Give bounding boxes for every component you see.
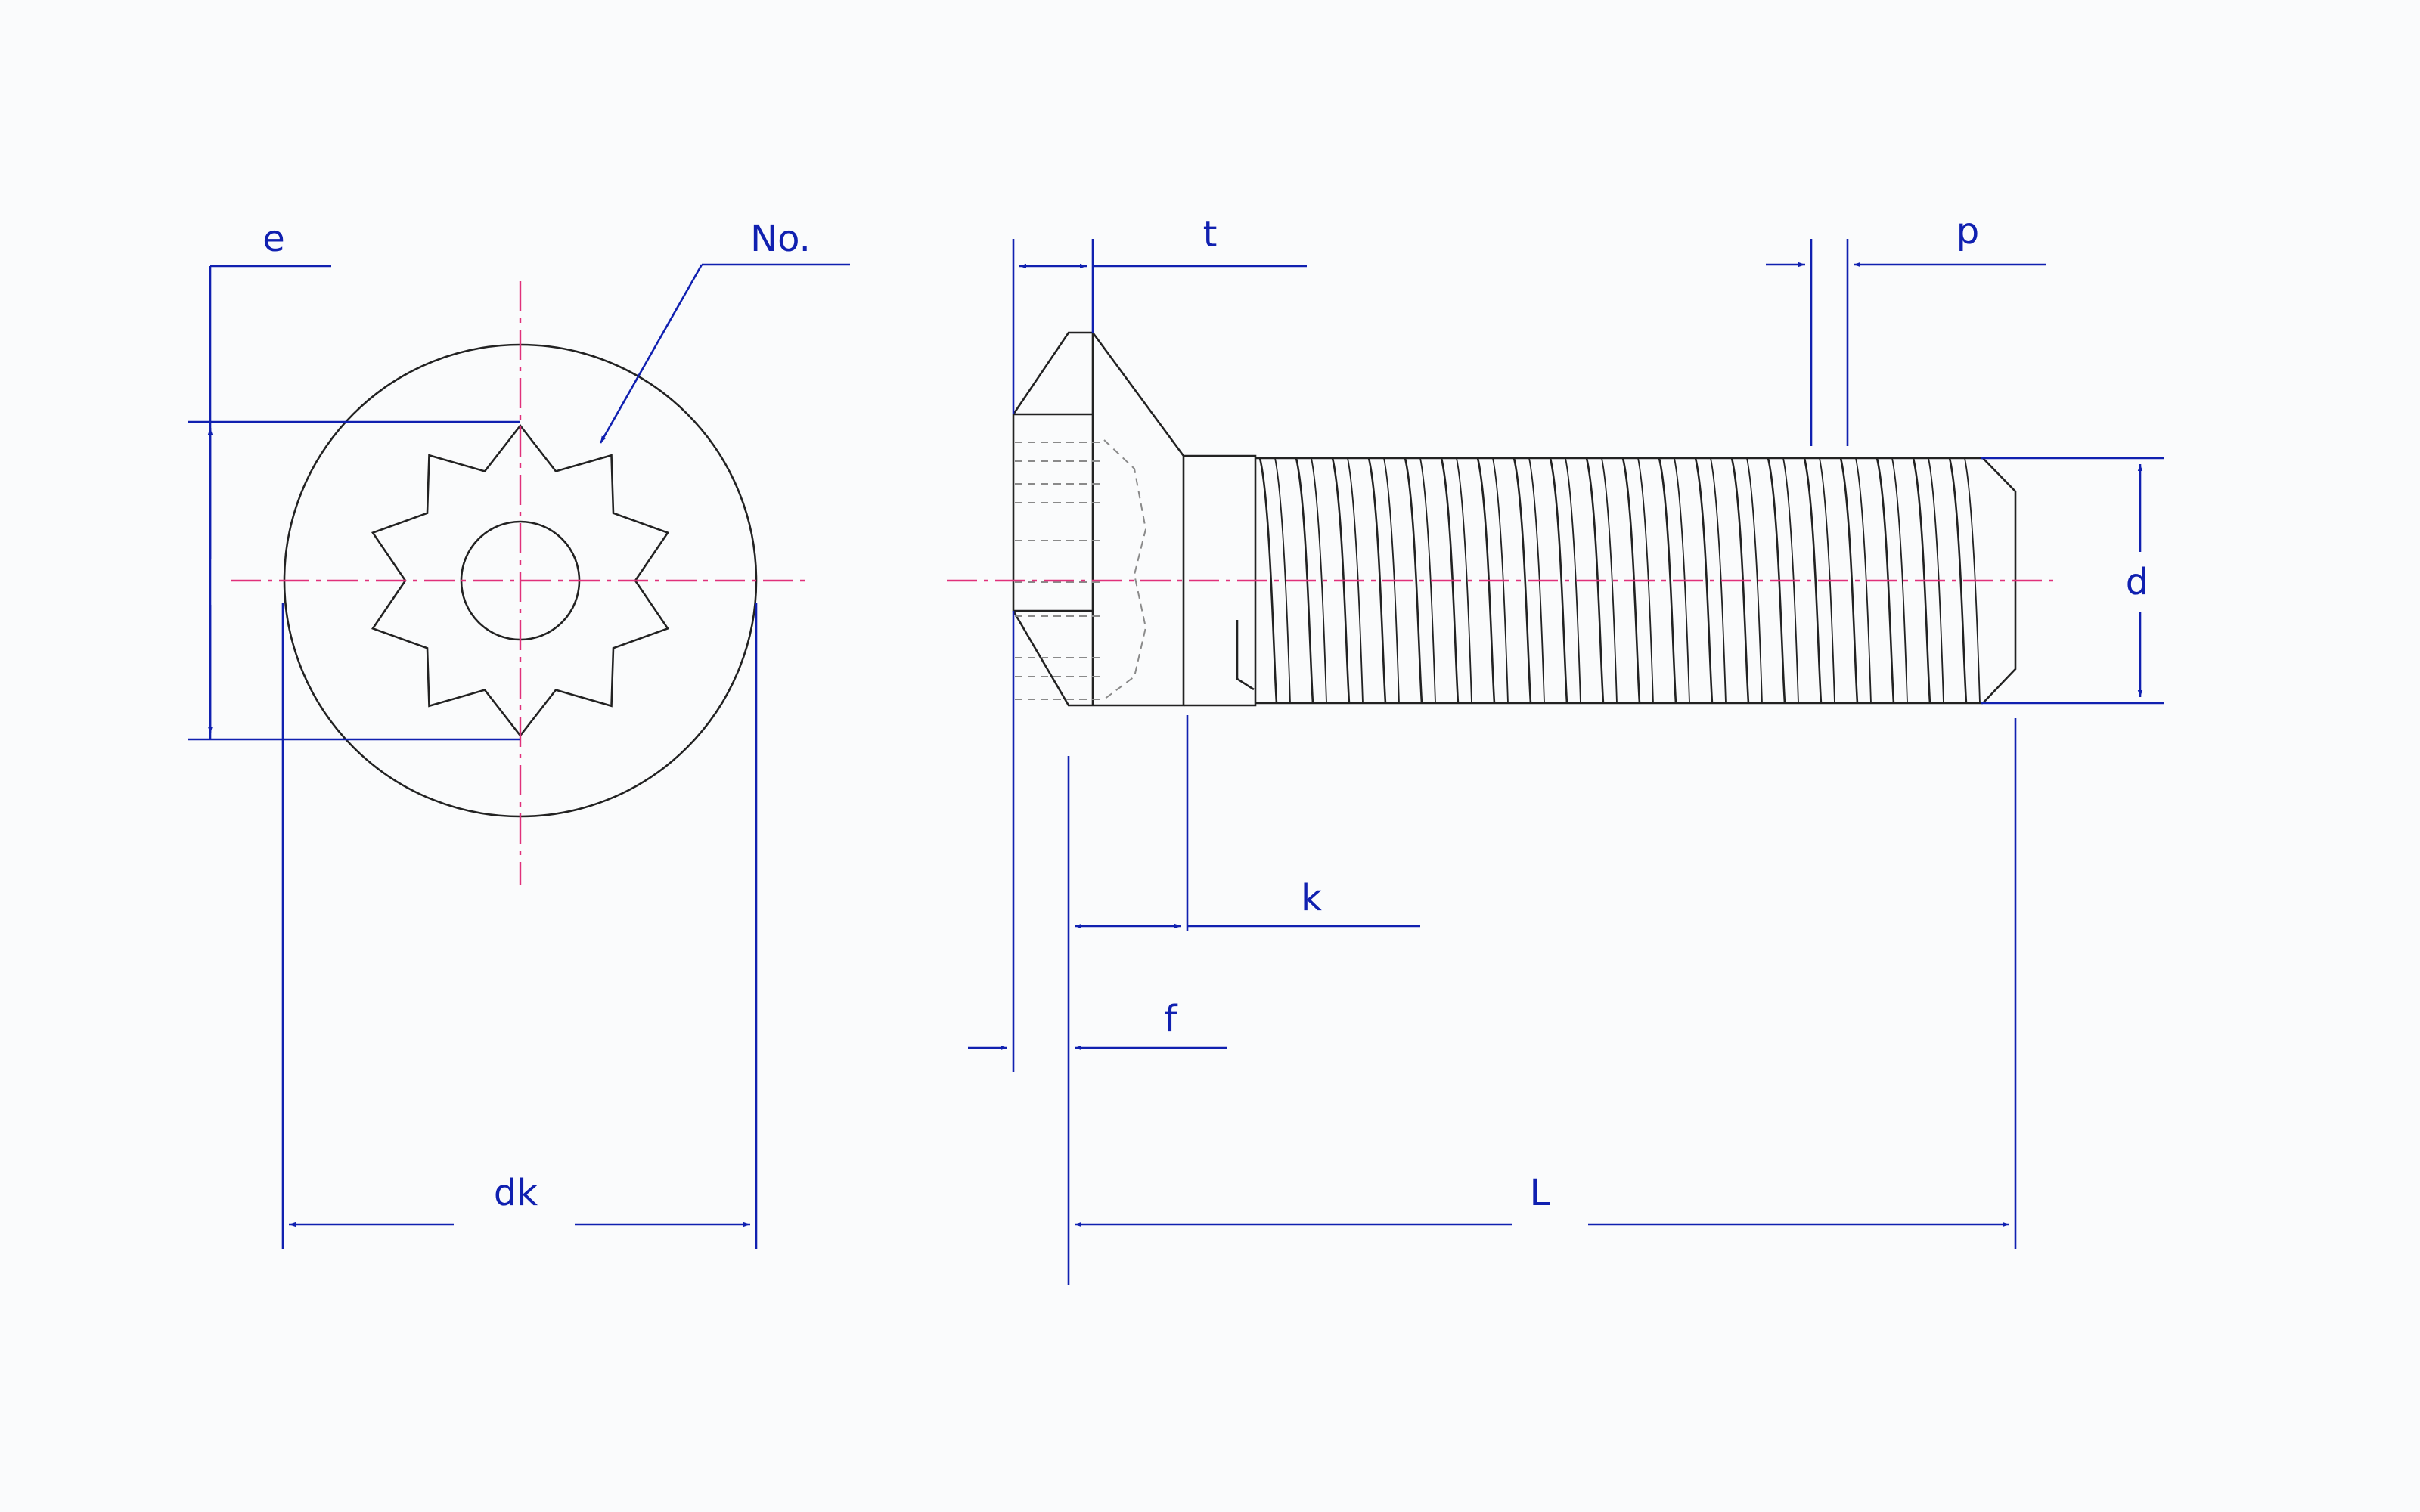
end-view (231, 281, 808, 885)
thread-root-line (1710, 457, 1727, 704)
thread-root-line (1311, 457, 1327, 704)
thread-root-line (1746, 457, 1763, 704)
dimension-d (1981, 457, 2164, 705)
thread-crest-line (1512, 457, 1532, 704)
label-p: p (1956, 210, 1979, 253)
label-k: k (1301, 877, 1322, 919)
thread-root-line (1456, 457, 1472, 704)
dimension-no-leader (599, 263, 850, 444)
dimension-p (1766, 239, 2046, 446)
thread-root-line (1891, 457, 1908, 704)
thread-crest-line (1694, 457, 1714, 704)
thread-runout-hook (1236, 620, 1255, 691)
side-view (947, 331, 2057, 707)
dimension-dk (281, 603, 758, 1249)
thread-crest-line (1803, 457, 1823, 704)
dimension-L (1075, 718, 2017, 1249)
thread-crest-line (1404, 457, 1423, 704)
thread-crest-line (1258, 457, 1278, 704)
head-outline (1012, 331, 1185, 707)
label-t: t (1203, 213, 1218, 256)
dimension-e (188, 265, 520, 741)
dimension-k (1067, 715, 1420, 1285)
hidden-recess-lines (1015, 442, 1104, 700)
label-no: No. (750, 218, 811, 260)
thread-crests (1258, 457, 1981, 704)
label-e: e (262, 218, 285, 260)
thread-crest-line (1948, 457, 1968, 704)
thread-crest-line (1658, 457, 1677, 704)
label-d: d (2126, 561, 2149, 603)
thread-crest-line (1549, 457, 1568, 704)
thread-root-line (1274, 457, 1291, 704)
hidden-recess-profile (1103, 439, 1147, 700)
label-dk: dk (494, 1172, 538, 1214)
label-f: f (1165, 998, 1178, 1040)
thread-crest-line (1839, 457, 1859, 704)
thread-root-line (1565, 457, 1581, 704)
dimension-labels: e No. dk t p d k f L (262, 210, 2149, 1214)
thread-crest-line (1367, 457, 1387, 704)
dimension-t (1012, 239, 1307, 414)
dimension-f (968, 611, 1227, 1072)
thread-root-line (1601, 457, 1618, 704)
label-L: L (1530, 1172, 1550, 1214)
thread-root-line (1855, 457, 1872, 704)
dimensions (188, 239, 2164, 1285)
thread-root-line (1419, 457, 1436, 704)
